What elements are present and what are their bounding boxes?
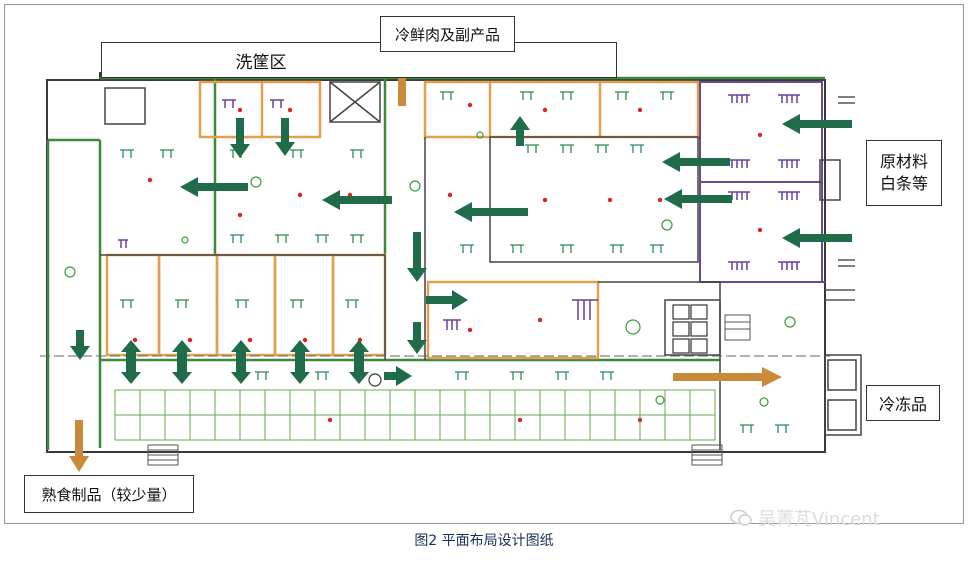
label-raw-materials: 原材料 白条等 (866, 140, 942, 206)
watermark-text: 吴菁芃Vincent (758, 509, 880, 530)
figure-caption: 图2 平面布局设计图纸 (414, 533, 554, 549)
green-drains (64, 131, 796, 407)
floor-plan (4, 4, 964, 524)
arrow-updown-3 (231, 340, 251, 384)
outer-walls (46, 72, 826, 453)
label-frozen: 冷冻品 (866, 385, 940, 421)
arrow-updown-4 (290, 340, 310, 384)
purple-fixtures (118, 94, 800, 330)
arrow-down-1 (230, 118, 250, 158)
label-cooked: 熟食制品（较少量） (24, 475, 194, 513)
arrow-left-6 (322, 190, 392, 210)
raw-materials-line2: 白条等 (879, 174, 928, 193)
arrow-left-4 (664, 189, 732, 209)
arrow-down-4 (407, 322, 427, 354)
arrow-down-5 (70, 330, 90, 360)
arrow-updown-1 (121, 340, 141, 384)
raw-materials-line1: 原材料 (879, 152, 928, 171)
machinery-block (672, 304, 708, 354)
wechat-icon (730, 509, 752, 527)
arrow-down-2 (275, 118, 295, 156)
arrow-left-raw-2 (782, 228, 852, 248)
arrow-down-3 (407, 232, 427, 282)
label-washing-area: 洗筐区 (101, 42, 617, 78)
washing-area-text: 洗筐区 (235, 52, 287, 73)
fresh-meat-text: 冷鲜肉及副产品 (394, 25, 500, 44)
equipment-fixtures (120, 91, 789, 433)
arrow-left-7 (180, 177, 248, 197)
frozen-text: 冷冻品 (878, 395, 927, 414)
cooked-text: 熟食制品（较少量） (41, 485, 177, 504)
arrow-left-5 (454, 202, 528, 222)
arrow-down-cooked (69, 420, 89, 472)
wall-stubs (825, 96, 855, 301)
green-walls (46, 76, 825, 450)
orange-rooms (105, 80, 700, 360)
arrow-right-frozen (673, 367, 782, 387)
purple-rooms (699, 81, 825, 283)
arrow-right-2 (384, 366, 412, 386)
arrow-right-1 (426, 290, 468, 310)
red-markers (132, 102, 763, 423)
arrow-up-1 (510, 116, 530, 146)
arrow-updown-2 (172, 340, 192, 384)
label-fresh-meat: 冷鲜肉及副产品 (380, 16, 515, 52)
conveyor-grid (114, 389, 716, 441)
watermark: 吴菁芃Vincent (730, 503, 880, 533)
arrow-updown-5 (349, 340, 369, 384)
arrow-left-raw-1 (782, 114, 852, 134)
internal-walls (100, 81, 862, 450)
green-flow-arrows (70, 114, 852, 386)
arrow-left-3 (662, 152, 730, 172)
stairs (147, 314, 751, 466)
